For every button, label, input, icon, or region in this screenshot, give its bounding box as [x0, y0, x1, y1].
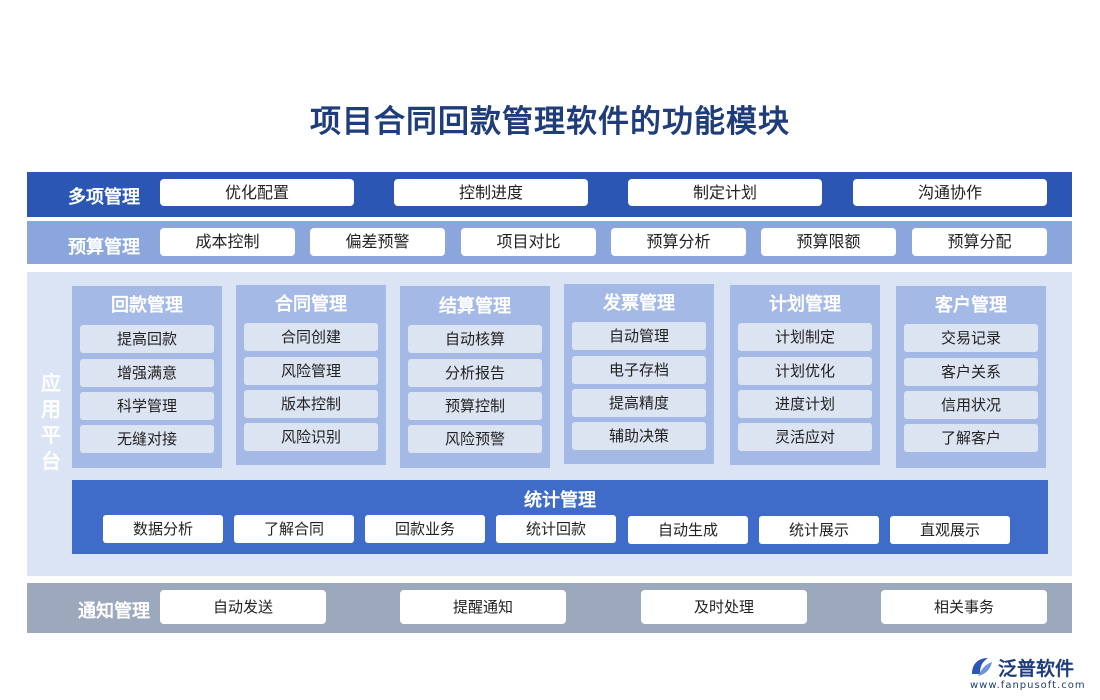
- logo-url: www.fanpusoft.com: [970, 680, 1086, 691]
- module-invoice-item[interactable]: 自动管理: [572, 322, 706, 350]
- module-contract-item[interactable]: 风险识别: [244, 423, 378, 451]
- module-settlement-item[interactable]: 风险预警: [408, 425, 542, 453]
- module-plan-title: 计划管理: [769, 294, 841, 315]
- stats-item[interactable]: 回款业务: [365, 515, 485, 543]
- multi-item-3[interactable]: 制定计划: [628, 179, 822, 206]
- stats-item[interactable]: 了解合同: [234, 515, 354, 543]
- module-invoice-item[interactable]: 辅助决策: [572, 422, 706, 450]
- budget-item-5[interactable]: 预算限额: [761, 228, 896, 256]
- stats-item[interactable]: 自动生成: [628, 516, 748, 544]
- module-invoice-title: 发票管理: [603, 293, 675, 314]
- platform-label: 应用平台: [41, 371, 61, 473]
- multi-item-4[interactable]: 沟通协作: [853, 179, 1047, 206]
- multi-item-2[interactable]: 控制进度: [394, 179, 588, 206]
- budget-item-4[interactable]: 预算分析: [611, 228, 746, 256]
- stats-management-title: 统计管理: [524, 490, 596, 511]
- module-contract-item[interactable]: 版本控制: [244, 390, 378, 418]
- module-payment-item[interactable]: 科学管理: [80, 392, 214, 420]
- module-settlement-item[interactable]: 分析报告: [408, 359, 542, 387]
- module-contract-item[interactable]: 合同创建: [244, 323, 378, 351]
- page-title: 项目合同回款管理软件的功能模块: [310, 104, 790, 140]
- budget-item-1[interactable]: 成本控制: [160, 228, 295, 256]
- stats-item[interactable]: 统计回款: [496, 515, 616, 543]
- stats-item[interactable]: 数据分析: [103, 515, 223, 543]
- module-invoice-item[interactable]: 电子存档: [572, 356, 706, 384]
- notify-item-3[interactable]: 及时处理: [641, 590, 807, 624]
- budget-management-label: 预算管理: [68, 237, 140, 258]
- module-invoice-item[interactable]: 提高精度: [572, 389, 706, 417]
- fanpu-logo-icon: [972, 658, 992, 676]
- notify-item-1[interactable]: 自动发送: [160, 590, 326, 624]
- module-customer-item[interactable]: 了解客户: [904, 424, 1038, 452]
- module-plan-item[interactable]: 进度计划: [738, 390, 872, 418]
- notify-item-4[interactable]: 相关事务: [881, 590, 1047, 624]
- module-customer-title: 客户管理: [935, 295, 1007, 316]
- module-settlement-item[interactable]: 预算控制: [408, 392, 542, 420]
- fanpu-logo: 泛普软件 www.fanpusoft.com: [968, 652, 1093, 694]
- stats-item[interactable]: 直观展示: [890, 516, 1010, 544]
- module-plan-item[interactable]: 灵活应对: [738, 423, 872, 451]
- budget-item-2[interactable]: 偏差预警: [310, 228, 445, 256]
- module-contract-item[interactable]: 风险管理: [244, 357, 378, 385]
- logo-name: 泛普软件: [998, 658, 1075, 680]
- module-plan-item[interactable]: 计划优化: [738, 357, 872, 385]
- multi-item-1[interactable]: 优化配置: [160, 179, 354, 206]
- multi-management-label: 多项管理: [68, 187, 140, 208]
- module-customer-item[interactable]: 信用状况: [904, 391, 1038, 419]
- module-customer-item[interactable]: 客户关系: [904, 358, 1038, 386]
- module-payment-item[interactable]: 增强满意: [80, 359, 214, 387]
- module-settlement-title: 结算管理: [439, 296, 511, 317]
- notify-management-label: 通知管理: [78, 601, 150, 622]
- module-payment-item[interactable]: 无缝对接: [80, 425, 214, 453]
- module-contract-title: 合同管理: [275, 294, 347, 315]
- module-payment-title: 回款管理: [111, 295, 183, 316]
- module-payment-item[interactable]: 提高回款: [80, 325, 214, 353]
- module-plan-item[interactable]: 计划制定: [738, 323, 872, 351]
- notify-item-2[interactable]: 提醒通知: [400, 590, 566, 624]
- budget-item-3[interactable]: 项目对比: [461, 228, 596, 256]
- stats-item[interactable]: 统计展示: [759, 516, 879, 544]
- module-settlement-item[interactable]: 自动核算: [408, 325, 542, 353]
- module-customer-item[interactable]: 交易记录: [904, 324, 1038, 352]
- budget-item-6[interactable]: 预算分配: [912, 228, 1047, 256]
